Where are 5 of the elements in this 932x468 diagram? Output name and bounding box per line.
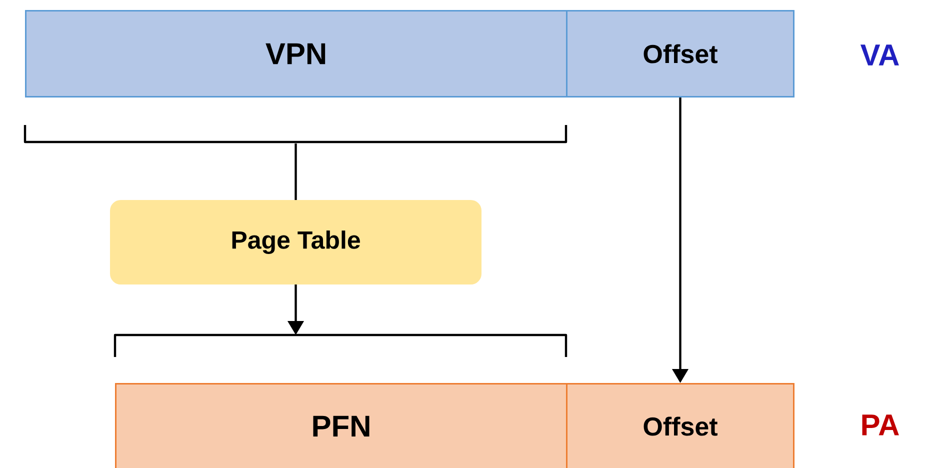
address-label: VA [860, 44, 899, 66]
table-box: Page Table [110, 200, 482, 284]
field-box: Offset [566, 10, 794, 98]
address-label: PA [862, 414, 899, 436]
field-box: Offset [566, 383, 794, 468]
